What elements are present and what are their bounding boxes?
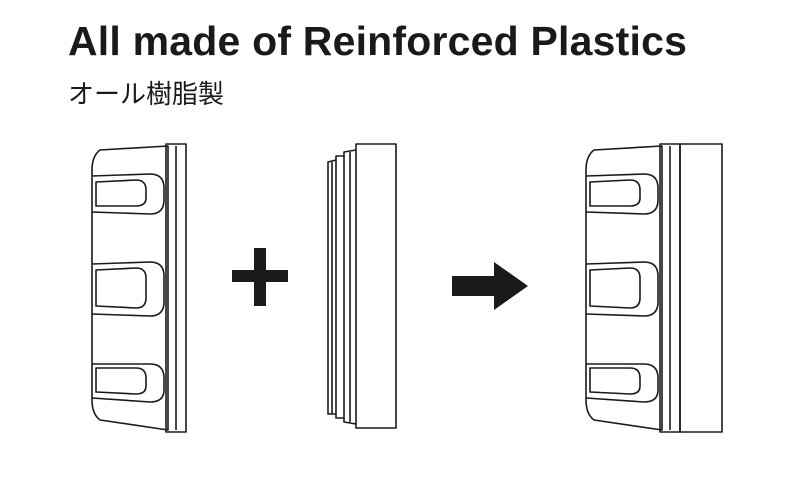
- base-housing: [91, 143, 187, 433]
- page-subtitle: オール樹脂製: [68, 80, 225, 110]
- arrow-right-icon: [452, 262, 528, 310]
- plus-icon: [232, 248, 288, 306]
- page-title: All made of Reinforced Plastics: [68, 18, 688, 64]
- cover-lid: [327, 143, 397, 429]
- assembled-unit: [585, 143, 723, 433]
